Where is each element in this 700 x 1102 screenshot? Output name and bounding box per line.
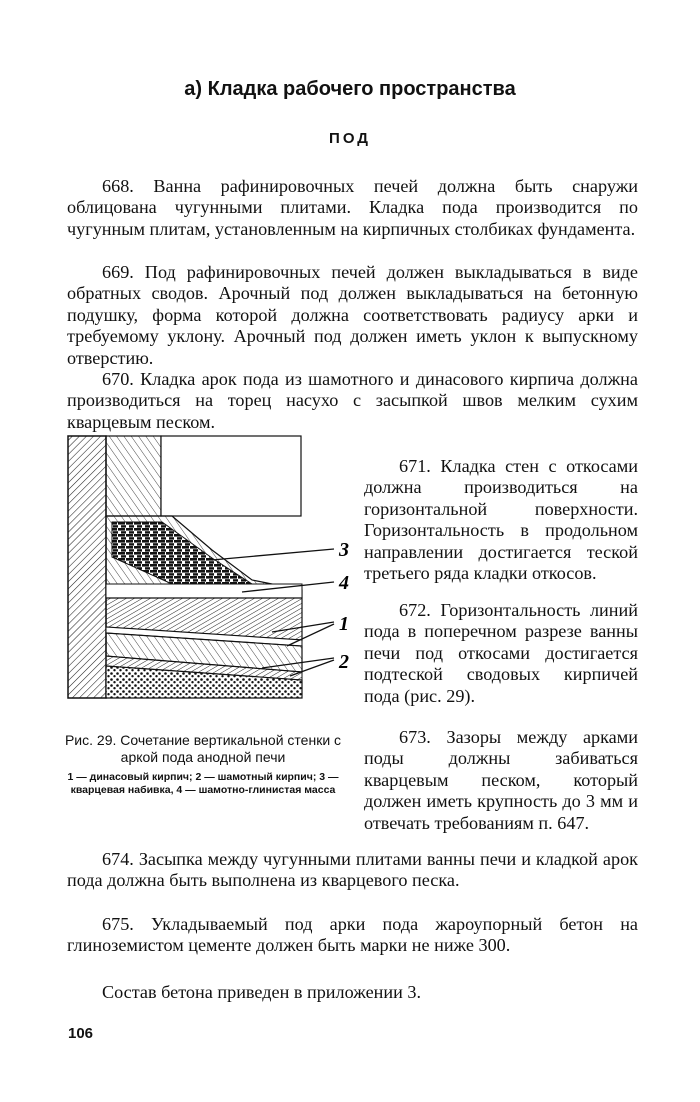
figure-concrete-base: [105, 665, 303, 699]
paragraph-675-text: 675. Укладываемый под арки пода жароупор…: [67, 914, 638, 956]
paragraph-672: 672. Горизонтальность линий пода в попер…: [364, 600, 638, 707]
figure-clay-layer: [105, 583, 303, 599]
paragraph-669-text: 669. Под рафинировочных печей должен вык…: [67, 262, 638, 368]
figure-29-diagram: 3 4 1 2: [67, 435, 349, 699]
figure-leader-1a: [271, 621, 335, 633]
paragraph-668-text: 668. Ванна рафинировочных печей должна б…: [67, 176, 638, 239]
figure-leader-4: [241, 581, 335, 593]
paragraph-674-text: 674. Засыпка между чугунными плитами ван…: [67, 849, 638, 891]
figure-label-1: 1: [339, 613, 349, 635]
paragraph-672-text: 672. Горизонтальность линий пода в попер…: [364, 600, 638, 706]
section-title: а) Кладка рабочего пространства: [184, 78, 516, 100]
paragraph-673-text: 673. Зазоры между арками поды должны заб…: [364, 727, 638, 833]
figure-leader-1b: [286, 623, 335, 647]
paragraph-669: 669. Под рафинировочных печей должен вык…: [67, 262, 638, 369]
figure-caption-legend: 1 — динасовый кирпич; 2 — шамотный кирпи…: [67, 771, 339, 796]
figure-leader-3: [211, 548, 335, 561]
paragraph-673: 673. Зазоры между арками поды должны заб…: [364, 727, 638, 834]
section-subtitle: ПОД: [329, 130, 371, 147]
figure-label-4: 4: [338, 572, 349, 594]
paragraph-671-text: 671. Кладка стен с откосами должна произ…: [364, 456, 638, 584]
figure-leader-2a: [261, 657, 335, 669]
paragraph-note-text: Состав бетона приведен в приложении 3.: [102, 982, 422, 1002]
figure-caption-title: Рис. 29. Сочетание вертикальной стенки с…: [64, 732, 342, 765]
figure-interior: [160, 435, 302, 517]
paragraph-671: 671. Кладка стен с откосами должна произ…: [364, 456, 638, 584]
paragraph-668: 668. Ванна рафинировочных печей должна б…: [67, 176, 638, 240]
page-number: 106: [68, 1025, 94, 1042]
figure-label-3: 3: [338, 539, 349, 561]
figure-outer-wall: [67, 435, 107, 699]
paragraph-670: 670. Кладка арок пода из шамотного и дин…: [67, 369, 638, 433]
paragraph-note: Состав бетона приведен в приложении 3.: [67, 982, 638, 1003]
paragraph-670-text: 670. Кладка арок пода из шамотного и дин…: [67, 369, 638, 432]
figure-leader-2b: [289, 659, 335, 677]
figure-vertical-wall: [105, 435, 162, 517]
paragraph-674: 674. Засыпка между чугунными плитами ван…: [67, 849, 638, 892]
paragraph-675: 675. Укладываемый под арки пода жароупор…: [67, 914, 638, 957]
figure-label-2: 2: [338, 651, 349, 673]
